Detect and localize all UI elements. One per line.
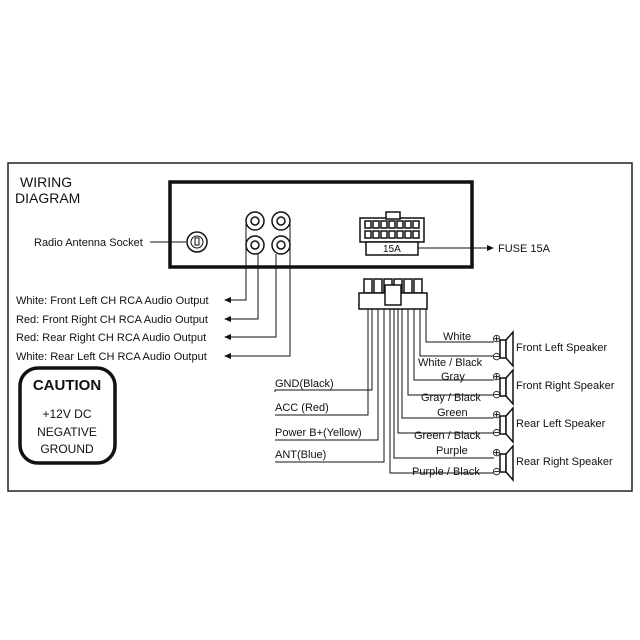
- fuse-rating: 15A: [383, 244, 401, 255]
- antenna-label: Radio Antenna Socket: [34, 237, 143, 249]
- minus-icon: ⊖: [492, 466, 501, 478]
- rca-output-label: Red: Front Right CH RCA Audio Output: [16, 314, 208, 326]
- rca-jack-icon: [245, 211, 291, 255]
- speaker-wire-positive-label: Gray: [441, 371, 465, 383]
- polarity-symbols: ⊕ ⊖ ⊕ ⊖ ⊕ ⊖ ⊕ ⊖: [492, 333, 501, 478]
- rca-output-label: Red: Rear Right CH RCA Audio Output: [16, 332, 206, 344]
- power-wire-label: ACC (Red): [275, 402, 329, 414]
- antenna-socket-icon: [186, 231, 208, 253]
- diagram-title-line1: WIRING: [20, 174, 72, 190]
- rca-wires: [230, 224, 291, 357]
- rca-output-label: White: Front Left CH RCA Audio Output: [16, 295, 209, 307]
- power-connector-socket: [359, 211, 425, 256]
- speaker-wire-negative-label: Green / Black: [414, 430, 481, 442]
- diagram-frame: [7, 162, 633, 492]
- speaker-wire-positive-label: Green: [437, 407, 468, 419]
- plus-icon: ⊕: [492, 371, 501, 383]
- rca-output-label: White: Rear Left CH RCA Audio Output: [16, 351, 207, 363]
- rca-arrowheads: [224, 297, 231, 359]
- plus-icon: ⊕: [492, 409, 501, 421]
- power-wire-label: ANT(Blue): [275, 449, 326, 461]
- caution-line: +12V DC: [42, 407, 91, 421]
- head-unit-body: [168, 180, 474, 269]
- power-wire-label: GND(Black): [275, 378, 334, 390]
- minus-icon: ⊖: [492, 389, 501, 401]
- speaker-wire-positive-label: Purple: [436, 445, 468, 457]
- caution-line: NEGATIVE: [37, 425, 97, 439]
- speaker-label: Front Left Speaker: [516, 342, 607, 354]
- caution-heading: CAUTION: [33, 377, 101, 394]
- caution-line: GROUND: [40, 442, 94, 456]
- speaker-wire-negative-label: White / Black: [418, 357, 483, 369]
- plus-icon: ⊕: [492, 333, 501, 345]
- wire-harness-plug: [358, 278, 428, 310]
- power-wire-label: Power B+(Yellow): [275, 427, 362, 439]
- speaker-label: Rear Left Speaker: [516, 418, 606, 430]
- speaker-icon: [499, 330, 514, 482]
- speaker-wire-negative-label: Gray / Black: [421, 392, 481, 404]
- caution-box: [18, 366, 117, 465]
- minus-icon: ⊖: [492, 351, 501, 363]
- minus-icon: ⊖: [492, 427, 501, 439]
- plus-icon: ⊕: [492, 447, 501, 459]
- fuse-arrowhead: [487, 245, 494, 251]
- harness-wires: [274, 309, 494, 474]
- speaker-label: Rear Right Speaker: [516, 456, 613, 468]
- diagram-title-line2: DIAGRAM: [15, 190, 80, 206]
- speaker-wire-negative-label: Purple / Black: [412, 466, 480, 478]
- speaker-label: Front Right Speaker: [516, 380, 615, 392]
- fuse-label: FUSE 15A: [498, 243, 551, 255]
- speaker-wire-positive-label: White: [443, 331, 471, 343]
